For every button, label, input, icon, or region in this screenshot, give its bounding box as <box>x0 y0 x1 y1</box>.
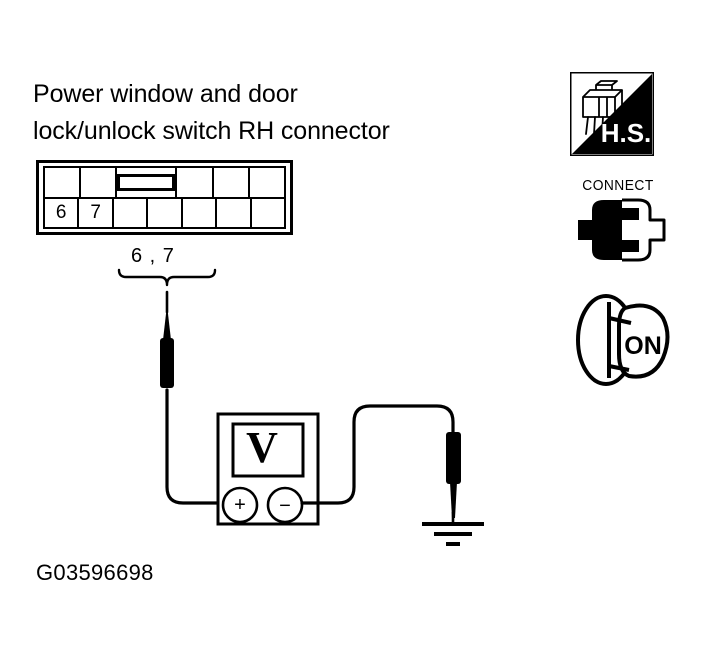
right-probe-tip <box>450 482 457 518</box>
probed-pins-label: 6 , 7 <box>131 245 175 267</box>
pin-callout-brace <box>117 268 217 287</box>
meter-display-symbol: V <box>246 423 278 472</box>
connector-pinout: 6 7 <box>36 160 293 235</box>
left-probe-tip <box>163 305 171 340</box>
connector-bottom-row: 6 7 <box>45 198 284 228</box>
connector-connect-icon <box>578 198 666 262</box>
connector-cell <box>183 198 218 227</box>
negative-test-lead <box>300 404 455 505</box>
right-probe-handle <box>446 432 461 484</box>
positive-test-lead <box>165 388 224 505</box>
connector-top-row <box>45 168 284 199</box>
connector-cell-pin-6: 6 <box>45 198 80 227</box>
connector-cell <box>148 198 183 227</box>
connector-cell <box>252 199 284 228</box>
connector-cell <box>217 198 252 227</box>
meter-positive-sign: + <box>234 494 246 516</box>
connector-cell <box>250 168 284 197</box>
title-line-2: lock/unlock switch RH connector <box>33 117 390 145</box>
left-probe-handle <box>160 338 174 388</box>
connector-cell-lock-tab <box>117 168 178 197</box>
connector-cell <box>214 168 250 197</box>
hs-icon-label: H.S. <box>601 118 652 148</box>
figure-reference-code: G03596698 <box>36 560 154 585</box>
ignition-switch-on-icon: ON <box>576 294 670 386</box>
meter-negative-sign: − <box>279 495 291 517</box>
connector-lock-tab <box>117 173 176 191</box>
page-title: Power window and door lock/unlock switch… <box>33 76 513 150</box>
connector-cell <box>81 168 118 197</box>
connector-cell-pin-7: 7 <box>79 198 114 227</box>
pin-number-label: 6 <box>55 201 67 223</box>
connector-cell <box>114 198 149 227</box>
ignition-on-label: ON <box>624 332 662 360</box>
connector-cell <box>45 168 82 197</box>
pin-number-label: 7 <box>90 201 101 223</box>
connector-grid: 6 7 <box>43 166 286 229</box>
title-line-1: Power window and door <box>33 80 298 108</box>
connect-icon-label: CONNECT <box>582 177 654 194</box>
connector-cell <box>177 168 214 197</box>
hands-on-service-icon: H.S. <box>570 72 654 156</box>
